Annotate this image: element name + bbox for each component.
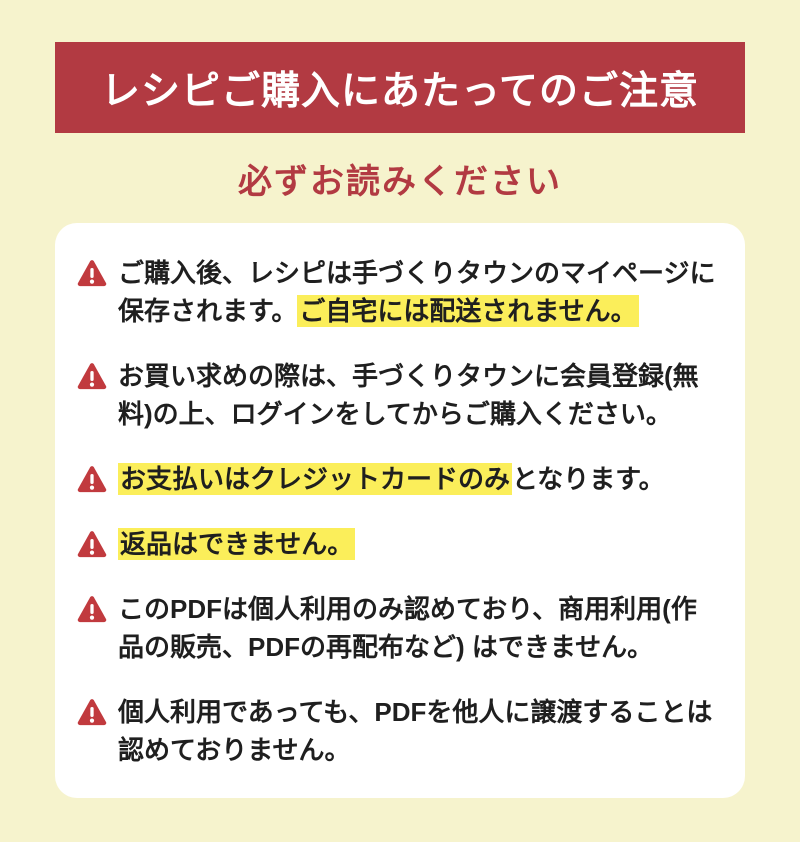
notice-list: ご購入後、レシピは手づくりタウンのマイページに保存されます。ご自宅には配送されま… bbox=[77, 255, 717, 770]
subtitle-text: 必ずお読みください bbox=[238, 163, 562, 201]
highlighted-text: お支払いはクレジットカードのみ bbox=[118, 462, 513, 495]
plain-text: となります。 bbox=[512, 463, 665, 494]
notice-text: ご購入後、レシピは手づくりタウンのマイページに保存されます。ご自宅には配送されま… bbox=[118, 255, 717, 331]
page-subtitle: 必ずお読みください bbox=[0, 154, 800, 203]
notice-text: 返品はできません。 bbox=[118, 526, 356, 564]
plain-text: ご購入後、レシピは手づくりタウンのマイページに保存されます。 bbox=[118, 258, 716, 326]
warning-triangle-icon bbox=[77, 362, 107, 390]
notice-banner: レシピご購入にあたってのご注意 bbox=[55, 42, 745, 133]
notice-text: このPDFは個人利用のみ認めており、商用利用(作品の販売、PDFの再配布など) … bbox=[118, 591, 717, 667]
highlighted-text: ご自宅には配送されません。 bbox=[297, 294, 639, 327]
warning-triangle-icon bbox=[77, 259, 107, 287]
warning-triangle-icon bbox=[77, 465, 107, 493]
notice-text: お買い求めの際は、手づくりタウンに会員登録(無料)の上、ログインをしてからご購入… bbox=[118, 358, 717, 434]
notice-item: 個人利用であっても、PDFを他人に譲渡することは認めておりません。 bbox=[77, 694, 717, 770]
highlighted-text: 返品はできません。 bbox=[118, 527, 356, 560]
banner-title: レシピご購入にあたってのご注意 bbox=[100, 70, 700, 113]
notice-item: お支払いはクレジットカードのみとなります。 bbox=[77, 461, 717, 499]
notice-item: 返品はできません。 bbox=[77, 526, 717, 564]
plain-text: このPDFは個人利用のみ認めており、商用利用(作品の販売、PDFの再配布など) … bbox=[118, 593, 697, 662]
warning-triangle-icon bbox=[77, 595, 107, 623]
warning-triangle-icon bbox=[77, 530, 107, 558]
warning-triangle-icon bbox=[77, 698, 107, 726]
notice-item: このPDFは個人利用のみ認めており、商用利用(作品の販売、PDFの再配布など) … bbox=[77, 591, 717, 667]
notice-text: お支払いはクレジットカードのみとなります。 bbox=[118, 461, 665, 499]
notice-item: お買い求めの際は、手づくりタウンに会員登録(無料)の上、ログインをしてからご購入… bbox=[77, 358, 717, 434]
plain-text: 個人利用であっても、PDFを他人に譲渡することは認めておりません。 bbox=[118, 696, 713, 765]
plain-text: お買い求めの際は、手づくりタウンに会員登録(無料)の上、ログインをしてからご購入… bbox=[118, 360, 699, 429]
notice-item: ご購入後、レシピは手づくりタウンのマイページに保存されます。ご自宅には配送されま… bbox=[77, 255, 717, 331]
notice-card: ご購入後、レシピは手づくりタウンのマイページに保存されます。ご自宅には配送されま… bbox=[55, 223, 745, 798]
notice-text: 個人利用であっても、PDFを他人に譲渡することは認めておりません。 bbox=[118, 694, 717, 770]
